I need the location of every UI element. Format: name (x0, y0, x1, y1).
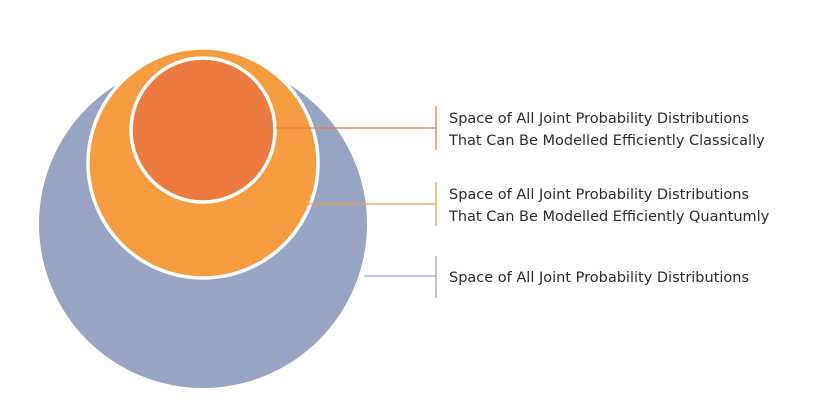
quantum-label-line-1: Space of All Joint Probability Distribut… (449, 187, 749, 203)
all-label-line-1: Space of All Joint Probability Distribut… (449, 270, 749, 286)
quantum-label-line-2: That Can Be Modelled Efficiently Quantum… (448, 209, 770, 225)
classical-efficient-circle (129, 56, 277, 204)
classical-label-line-2: That Can Be Modelled Efficiently Classic… (448, 133, 765, 149)
classical-label-line-1: Space of All Joint Probability Distribut… (449, 111, 749, 127)
